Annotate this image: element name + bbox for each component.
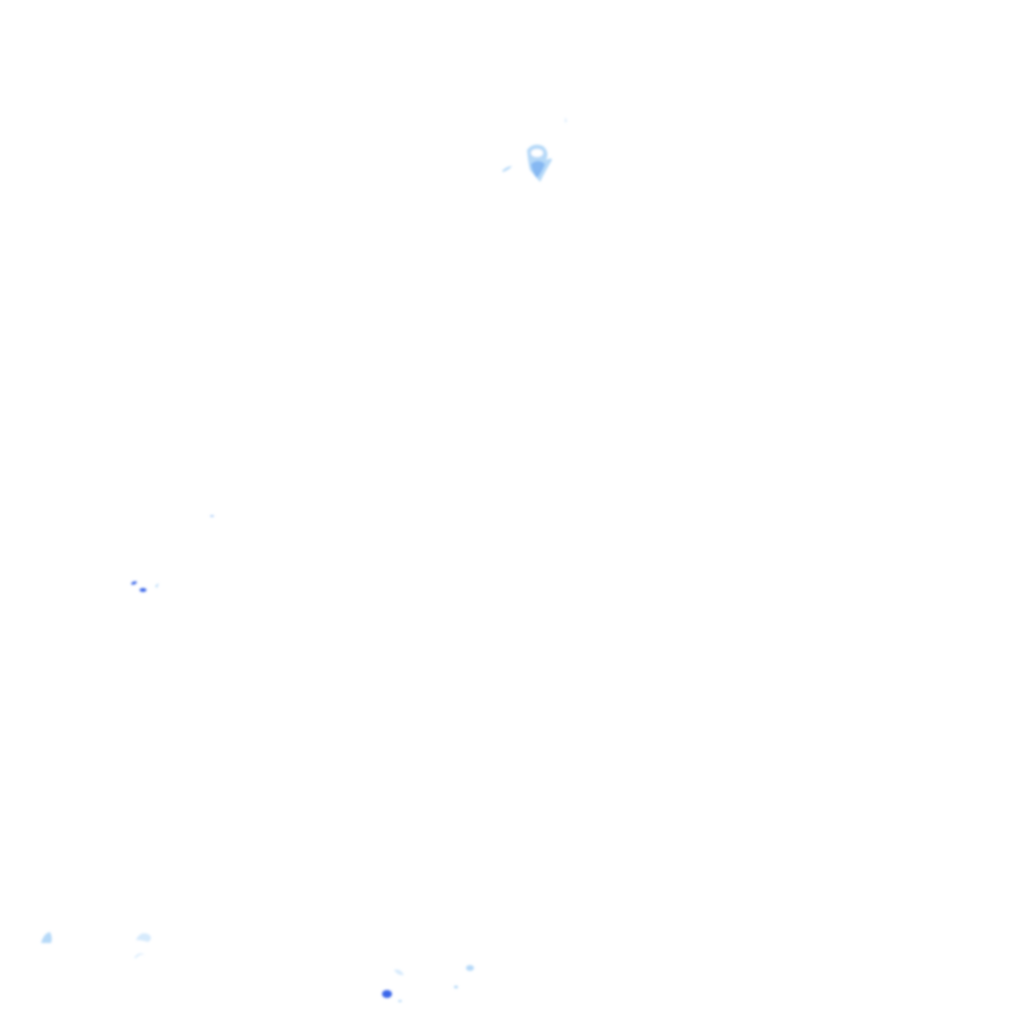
echo-cell-west: [131, 515, 214, 592]
echo-cell-southwest: [41, 932, 151, 958]
echo-cell-south: [382, 965, 474, 1002]
echo-cell-north: [502, 117, 567, 182]
